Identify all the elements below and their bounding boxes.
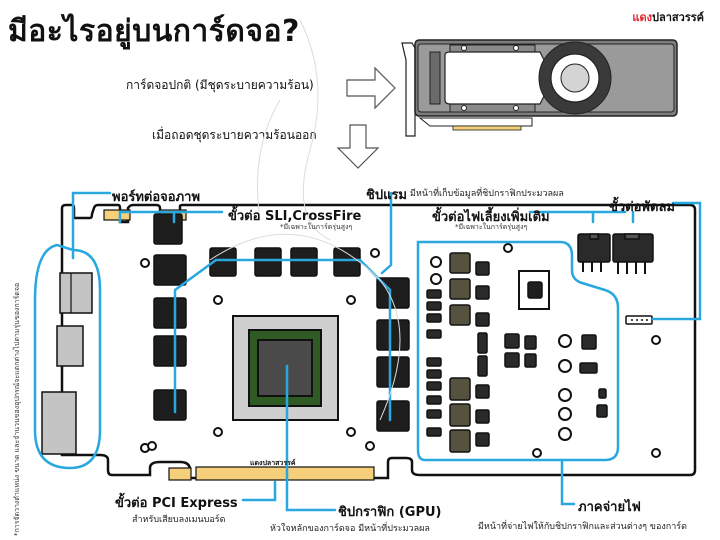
board-watermark: แดงปลาสวรรค์ bbox=[250, 459, 296, 467]
brand-logo: แดงปลาสวรรค์ bbox=[632, 8, 704, 26]
removed-cooler-label: เมื่อถอดชุดระบายความร้อนออก bbox=[152, 128, 317, 142]
vrm-label: ภาคจ่ายไฟ bbox=[578, 500, 641, 515]
gpu-desc: หัวใจหลักของการ์ดจอ มีหน้าที่ประมวลผล bbox=[270, 524, 430, 534]
sli-connector-1 bbox=[103, 209, 131, 221]
pcie-gold-short bbox=[168, 467, 192, 481]
arrow-down-icon bbox=[336, 124, 380, 169]
power-connector-label: ขั้วต่อไฟเลี้ยงเพิ่มเติม bbox=[432, 210, 550, 225]
sli-note: *มีเฉพาะในการ์ดรุ่นสูงๆ bbox=[280, 223, 353, 231]
vram-label: ชิปแรม bbox=[366, 188, 408, 203]
vrm-components bbox=[426, 252, 608, 453]
display-port-hdmi bbox=[56, 325, 84, 367]
pcie-gold-long bbox=[195, 466, 375, 481]
cooled-card-illustration bbox=[401, 39, 678, 137]
watermark-sketch bbox=[209, 19, 401, 421]
display-port-dual bbox=[59, 272, 93, 314]
normal-card-label: การ์ดจอปกติ (มีชุดระบายความร้อน) bbox=[126, 78, 314, 92]
mounting-holes bbox=[140, 243, 661, 458]
power-connector-note: *มีเฉพาะในการ์ดรุ่นสูงๆ bbox=[455, 223, 528, 231]
sli-label: ขั้วต่อ SLI,CrossFire bbox=[228, 209, 362, 224]
page-title: มีอะไรอยู่บนการ์ดจอ? bbox=[8, 14, 300, 49]
vrm-desc: มีหน้าที่จ่ายไฟให้กับชิปกราฟิกและส่วนต่า… bbox=[478, 522, 687, 532]
brand-red-text: แดง bbox=[632, 11, 653, 24]
fan-connector bbox=[625, 315, 653, 325]
fan-connector-label: ขั้วต่อพัดลม bbox=[609, 200, 675, 215]
brand-text: ปลาสวรรค์ bbox=[652, 11, 704, 24]
display-ports-label: พอร์ทต่อจอภาพ bbox=[112, 190, 201, 205]
power-connectors bbox=[577, 233, 654, 274]
pcie-desc: สำหรับเสียบลงเมนบอร์ด bbox=[132, 515, 226, 525]
side-note: *การจัดวางตำแหน่ง ขนาด และจำนวนของอุปกรณ… bbox=[13, 282, 21, 536]
gpu-die bbox=[257, 339, 313, 397]
vram-chips bbox=[153, 213, 410, 432]
display-port-dvi bbox=[41, 391, 77, 455]
vram-desc: มีหน้าที่เก็บข้อมูลที่ชิปกราฟิกประมวลผล bbox=[410, 189, 564, 199]
pcie-label: ขั้วต่อ PCI Express bbox=[115, 496, 238, 511]
callout-lines bbox=[33, 191, 702, 512]
gpu-label: ชิปกราฟิก (GPU) bbox=[338, 505, 442, 520]
arrow-right-icon bbox=[346, 66, 396, 110]
